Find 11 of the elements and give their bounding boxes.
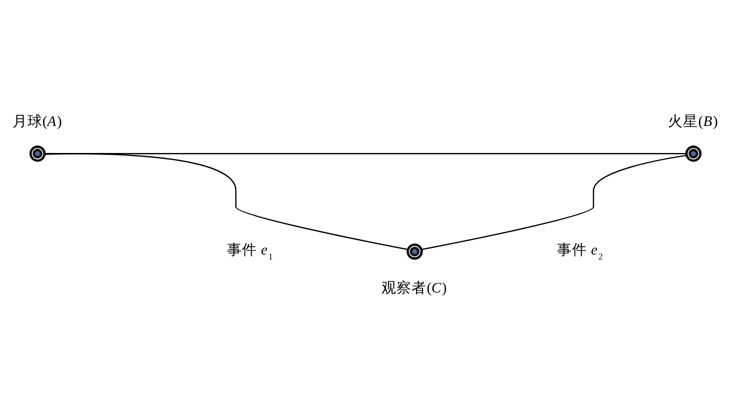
node-label: 月球(A) <box>12 113 62 130</box>
node-circle <box>29 145 46 162</box>
node-circle <box>685 145 702 162</box>
connector <box>421 154 687 250</box>
connector <box>44 152 408 250</box>
node-label: 火星(B) <box>668 113 718 130</box>
node-label: 观察者(C) <box>382 280 447 296</box>
connector <box>44 152 686 154</box>
node-circle <box>406 242 423 260</box>
label: 事件 e$_{1}$ <box>226 242 273 261</box>
label: 事件 e$_{2}$ <box>556 242 603 261</box>
